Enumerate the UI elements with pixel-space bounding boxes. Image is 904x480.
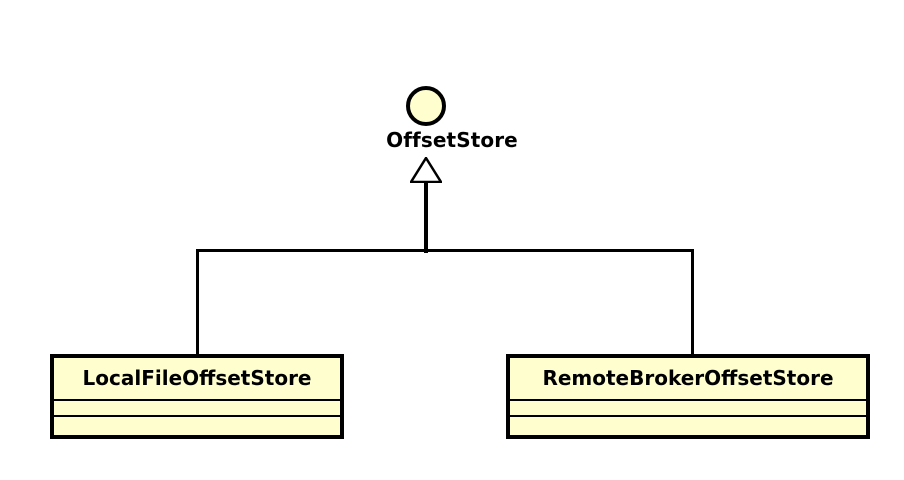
generalization-stem-line [424, 181, 428, 253]
generalization-drop-line-left [196, 249, 199, 356]
class-name-label: RemoteBrokerOffsetStore [542, 366, 834, 390]
class-operations-compartment [54, 415, 340, 435]
class-attributes-compartment [54, 399, 340, 415]
generalization-horizontal-bus [196, 249, 694, 252]
generalization-drop-line-right [691, 249, 694, 356]
interface-circle-icon [406, 86, 446, 126]
class-name-label: LocalFileOffsetStore [82, 366, 312, 390]
hollow-triangle-arrow-icon [408, 155, 444, 184]
class-operations-compartment [510, 415, 866, 435]
interface-name-label: OffsetStore [386, 128, 518, 152]
class-box-local-file-offset-store[interactable]: LocalFileOffsetStore [50, 354, 344, 439]
class-box-remote-broker-offset-store[interactable]: RemoteBrokerOffsetStore [506, 354, 870, 439]
class-attributes-compartment [510, 399, 866, 415]
